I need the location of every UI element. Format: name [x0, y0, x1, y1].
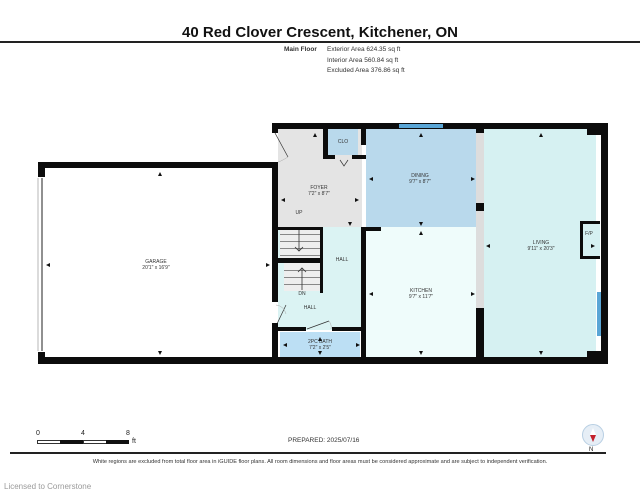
- dim-tick: [419, 231, 423, 235]
- scale-tick-0: 0: [36, 430, 40, 437]
- wall: [476, 203, 484, 211]
- scale-tick-8: 8: [126, 430, 130, 437]
- plan-lines: [37, 132, 349, 351]
- dim-tick: [539, 351, 543, 355]
- closet-room: [328, 129, 358, 155]
- header-divider: [0, 41, 640, 43]
- dim-tick: [471, 177, 475, 181]
- wall: [38, 162, 45, 177]
- compass-icon: [582, 424, 604, 446]
- dim-tick: [158, 172, 162, 176]
- dim-tick: [539, 133, 543, 137]
- wall: [320, 263, 323, 293]
- living-room: [484, 129, 596, 357]
- dim-tick: [356, 343, 360, 347]
- scale-tick-4: 4: [81, 430, 85, 437]
- wall: [272, 123, 278, 133]
- dim-tick: [348, 222, 352, 226]
- dim-tick: [158, 351, 162, 355]
- dim-tick: [591, 244, 595, 248]
- dim-tick: [283, 343, 287, 347]
- scale-unit: ft: [132, 438, 136, 445]
- wall: [272, 323, 278, 363]
- dim-tick: [419, 133, 423, 137]
- passage-strip: [476, 133, 484, 308]
- stair-tread: [280, 234, 322, 235]
- floor-label: Main Floor: [284, 46, 317, 53]
- excluded-area: Excluded Area 376.86 sq ft: [327, 67, 405, 74]
- wall: [361, 227, 381, 231]
- dim-tick: [313, 133, 317, 137]
- wall: [587, 351, 601, 363]
- dim-tick: [369, 292, 373, 296]
- wall: [587, 123, 601, 135]
- window: [597, 292, 601, 336]
- wall: [601, 123, 608, 363]
- dining-room: [366, 129, 476, 227]
- wall: [278, 258, 323, 263]
- dim-tick: [281, 198, 285, 202]
- wall: [38, 162, 278, 168]
- stairs-up-label: UP: [295, 210, 303, 216]
- kitchen-room: [366, 227, 476, 357]
- scale-bar: 0 4 8 ft: [36, 430, 146, 446]
- dim-tick: [486, 244, 490, 248]
- dim-tick: [318, 337, 322, 341]
- wall: [278, 227, 323, 230]
- wall: [476, 308, 484, 363]
- fireplace: [580, 221, 600, 259]
- dim-tick: [355, 198, 359, 202]
- wall: [38, 357, 608, 364]
- fireplace-label: F/P: [585, 231, 593, 237]
- wall: [332, 327, 362, 331]
- wall: [323, 129, 328, 159]
- wall: [323, 155, 335, 159]
- stairs-down-label: DN: [298, 291, 306, 297]
- stair-tread: [280, 255, 322, 256]
- wall: [272, 162, 278, 302]
- dim-tick: [419, 222, 423, 226]
- page-title: 40 Red Clover Crescent, Kitchener, ON: [182, 24, 458, 41]
- dim-tick: [46, 263, 50, 267]
- license-text: Licensed to Cornerstone: [4, 482, 92, 491]
- wall: [361, 129, 366, 145]
- stair-tread: [280, 241, 322, 242]
- wall: [352, 155, 366, 159]
- wall: [476, 123, 484, 133]
- dim-tick: [471, 292, 475, 296]
- prepared-date: PREPARED: 2025/07/16: [288, 437, 360, 444]
- stairs-down: [280, 227, 322, 260]
- dim-tick: [419, 351, 423, 355]
- hall-lower-label: HALL: [303, 305, 317, 311]
- dim-tick: [266, 263, 270, 267]
- interior-area: Interior Area 560.84 sq ft: [327, 57, 399, 64]
- hall-upper-label: HALL: [335, 257, 349, 263]
- compass-label: N: [589, 447, 594, 453]
- footnote: White regions are excluded from total fl…: [92, 459, 548, 465]
- garage-room: [40, 167, 272, 357]
- closet-label: CLO: [337, 139, 349, 145]
- footer-divider: [10, 452, 606, 454]
- dim-tick: [318, 351, 322, 355]
- window: [399, 124, 443, 128]
- wall: [278, 327, 306, 331]
- wall: [320, 227, 323, 263]
- dim-tick: [369, 177, 373, 181]
- exterior-area: Exterior Area 624.35 sq ft: [327, 46, 401, 53]
- wall: [361, 227, 366, 364]
